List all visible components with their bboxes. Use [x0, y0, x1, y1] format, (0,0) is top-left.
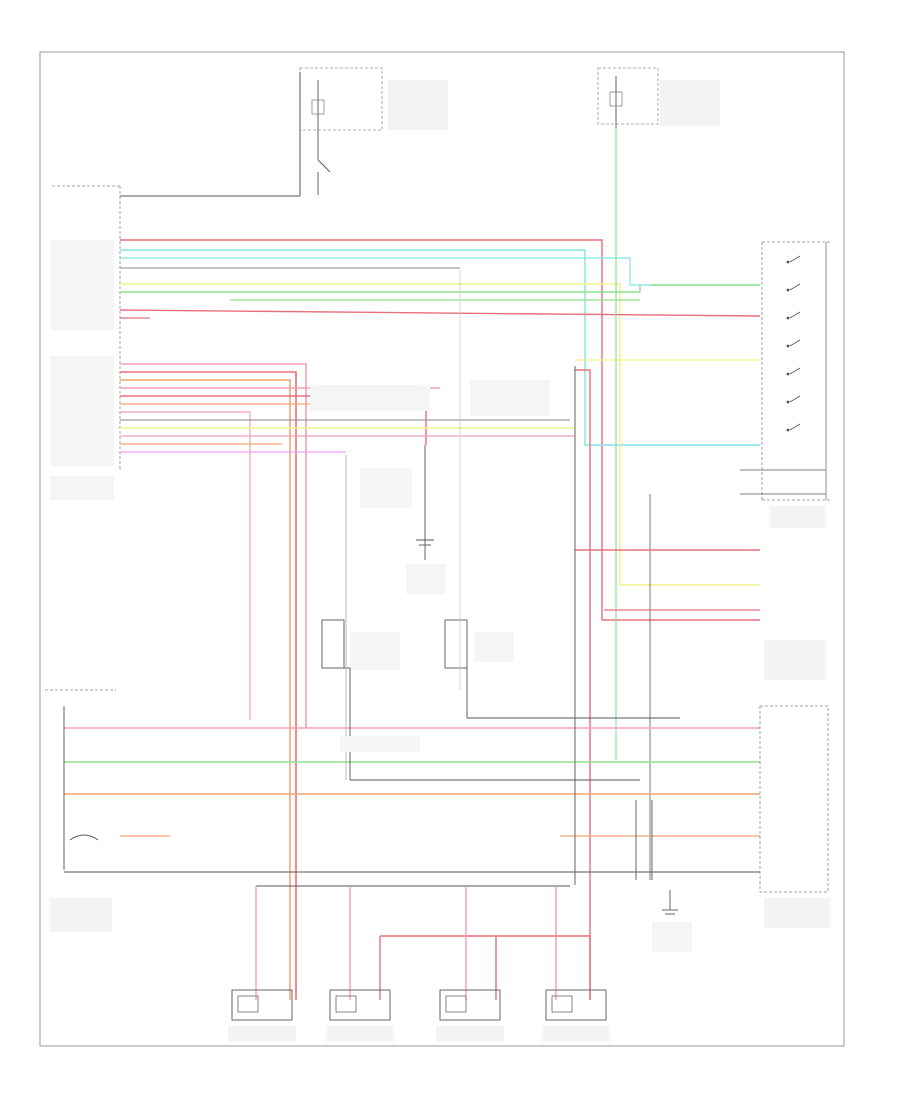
wire-green-upper [120, 285, 641, 293]
main-module-outline [50, 72, 301, 500]
switch-terminal [786, 344, 790, 348]
lock-motor-4 [545, 989, 607, 1021]
wire-yellow-upper [120, 283, 760, 586]
right-door-module [759, 640, 830, 928]
switch-terminal [786, 316, 790, 320]
switch-contact [789, 367, 801, 375]
wire-cyan-short [120, 257, 760, 286]
ground-symbols [652, 890, 692, 952]
switch-contact [789, 423, 801, 431]
lock-motor-label-area [326, 1026, 394, 1042]
wire-red-lock [120, 371, 297, 1000]
lock-motor-2 [329, 989, 391, 1021]
central-relays [310, 270, 680, 885]
switch-terminal [786, 372, 790, 376]
lock-motor-1 [231, 989, 293, 1021]
wire-red-to-switch [119, 309, 761, 317]
lock-motor-coil [445, 995, 467, 1013]
switch-contact [789, 339, 801, 347]
lock-motor-label-area [228, 1026, 296, 1042]
lock-motor-coil [551, 995, 573, 1013]
door-lock-motors [228, 989, 610, 1042]
wire-red-upper [120, 239, 760, 621]
switch-contact [789, 255, 801, 263]
diagram-frame [39, 51, 845, 1047]
lock-motor-3 [439, 989, 501, 1021]
wire-orange-lock [120, 379, 291, 1000]
fuse-box-left [299, 67, 448, 195]
switch-contact [789, 283, 801, 291]
upper-wire-bundle [119, 128, 761, 760]
motor-red-feed [380, 935, 591, 1000]
switch-terminal [786, 428, 790, 432]
switch-contact [789, 395, 801, 403]
lock-motor-coil [335, 995, 357, 1013]
wire-pink-lock-1 [120, 363, 307, 728]
wire-red-right-vertical [575, 369, 591, 1000]
lower-wire-bundle [64, 363, 760, 1000]
fuse-box-right [597, 67, 720, 128]
lock-motor-coil [237, 995, 259, 1013]
switch-terminal [786, 260, 790, 264]
switch-contact [789, 311, 801, 319]
left-door-module [45, 689, 116, 932]
door-switch-assembly [649, 241, 830, 880]
lock-motor-label-area [436, 1026, 504, 1042]
wire-cyan-upper [120, 249, 760, 446]
wire-pink-down [120, 411, 251, 720]
lock-motor-label-area [542, 1026, 610, 1042]
switch-terminal [786, 400, 790, 404]
switch-terminal [786, 288, 790, 292]
